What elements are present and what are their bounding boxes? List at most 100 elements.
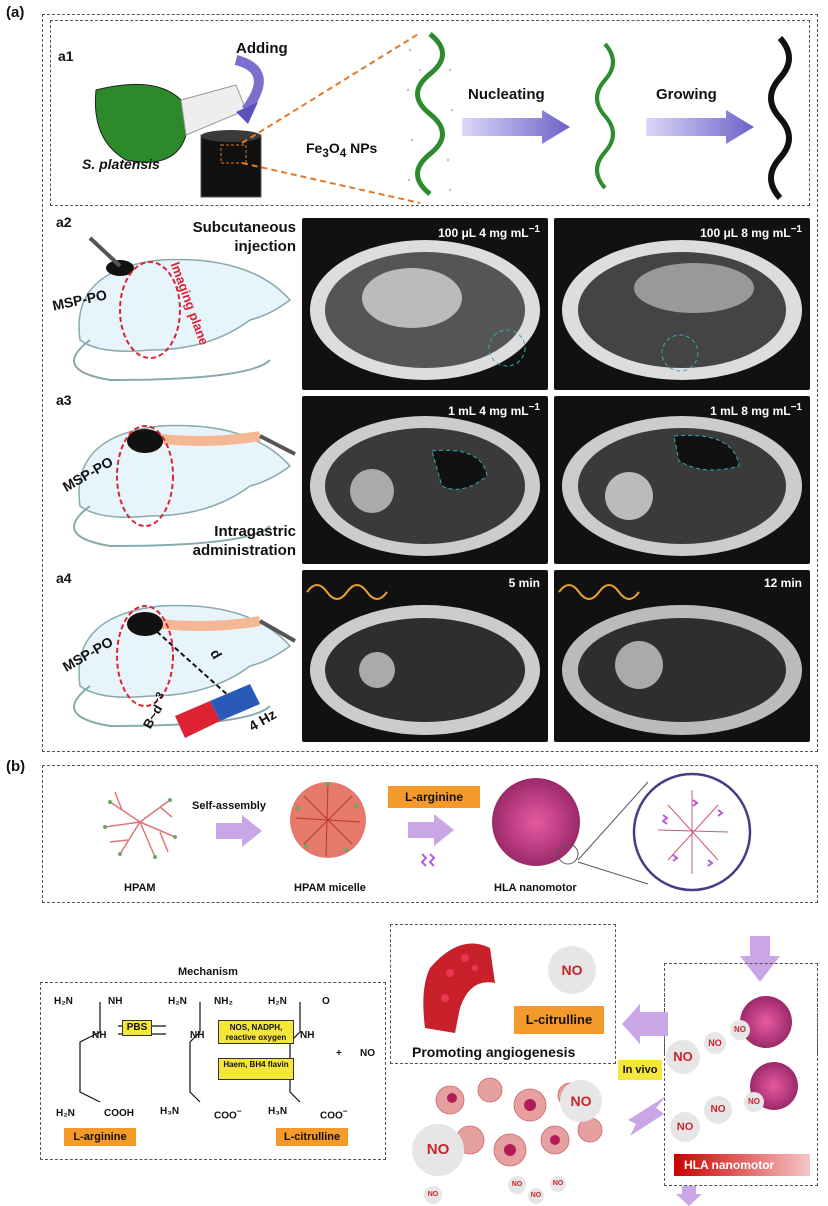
hpam-micelle [290, 782, 366, 858]
mri-a2-1-label: 100 μL 4 mg mL−1 [438, 224, 540, 240]
chem-nh-4: NH [300, 1030, 315, 1041]
adding-label: Adding [236, 40, 288, 57]
magnet-icon [175, 684, 260, 738]
invivo-no-5: NO [670, 1112, 700, 1142]
angio-l-citrulline: L-citrulline [514, 1006, 604, 1034]
angiogenesis-frame [390, 924, 616, 1064]
enzyme2-tag: Haem, BH4 flavin [218, 1058, 294, 1080]
mri-a3-2-label: 1 mL 8 mg mL−1 [710, 402, 802, 418]
chem-coo-2: COO− [320, 1106, 348, 1122]
flask-beaker-illustration [94, 55, 264, 198]
a1-label: a1 [58, 48, 74, 64]
syringe-icon [259, 434, 296, 456]
cells-no-big: NO [412, 1124, 464, 1176]
invivo-no-6: NO [744, 1092, 764, 1112]
species-label: S. platensis [82, 156, 160, 172]
mri-a2-2-label: 100 μL 8 mg mL−1 [700, 224, 802, 240]
mouse-a2-illustration [73, 236, 292, 382]
fe3o4-label: Fe3O4 NPs [306, 140, 378, 160]
adding-arrow [234, 55, 264, 113]
panel-a-frame [42, 14, 818, 752]
growing-arrow [646, 110, 754, 144]
l-arginine-arrow [408, 814, 454, 867]
angio-no-bubble: NO [548, 946, 596, 994]
nanomotor-label: HLA nanomotor [494, 882, 577, 894]
nucleating-arrow [462, 110, 570, 144]
mri-a4-2: 12 min [554, 570, 810, 742]
cells-no-6: NO [550, 1176, 566, 1192]
chem-o: O [322, 996, 330, 1007]
pbs-tag: PBS [122, 1020, 152, 1036]
mech-l-citrulline: L-citrulline [276, 1128, 348, 1146]
mri-a4-1-label: 5 min [508, 576, 540, 590]
chem-nh-1: NH [108, 996, 123, 1007]
panel-b-frame [42, 765, 818, 903]
zoomed-nanomotor [577, 772, 752, 892]
self-assembly-label: Self-assembly [192, 800, 266, 812]
nucleated-spiral [595, 42, 615, 190]
mechanism-frame [40, 982, 386, 1160]
invivo-bottom-arrow [676, 1186, 702, 1206]
mouse-a4-illustration [73, 604, 296, 738]
invivo-nanomotor-1 [740, 996, 792, 1048]
b-l-arginine-tag: L-arginine [388, 786, 480, 808]
hpam-label: HPAM [124, 882, 156, 894]
invivo-frame [664, 963, 818, 1186]
chem-h2n-3: H₂N [168, 996, 187, 1007]
to-angio-arrow [622, 1004, 668, 1044]
mech-no: NO [360, 1048, 375, 1059]
chem-h2n-2: H₂N [56, 1108, 75, 1119]
a3-label: a3 [56, 392, 72, 408]
invivo-no-3: NO [730, 1020, 750, 1040]
invivo-no-1: NO [666, 1040, 700, 1074]
cells-no-4: NO [508, 1176, 526, 1194]
panel-a1-frame [50, 20, 810, 206]
chem-nh2-1: NH₂ [214, 996, 233, 1007]
hla-nanomotor [492, 778, 580, 866]
plus-sign: + [336, 1048, 342, 1059]
mri-a2-2: 100 μL 8 mg mL−1 [554, 218, 810, 390]
a2-label: a2 [56, 214, 72, 230]
enzyme1-tag: NOS, NADPH, reactive oxygen [218, 1020, 294, 1044]
mech-l-arginine: L-arginine [64, 1128, 136, 1146]
mechanism-title: Mechanism [178, 966, 238, 978]
mri-a2-1: 100 μL 4 mg mL−1 [302, 218, 548, 390]
panel-a-label: (a) [6, 4, 25, 21]
invivo-down-arrow [740, 936, 780, 982]
cells-no-3: NO [424, 1186, 442, 1204]
micelle-label: HPAM micelle [294, 882, 366, 894]
chem-h2n-1: H₂N [54, 996, 73, 1007]
mri-a3-2: 1 mL 8 mg mL−1 [554, 396, 810, 564]
invivo-no-2: NO [704, 1032, 726, 1054]
syringe-icon [259, 619, 296, 643]
growing-label: Growing [656, 86, 717, 103]
chem-nh-3: NH [190, 1030, 205, 1041]
zoom-lines [241, 32, 421, 204]
nucleating-label: Nucleating [468, 86, 545, 103]
chem-h2n-4: H₂N [268, 996, 287, 1007]
flask-icon [94, 83, 247, 163]
mri-a4-2-label: 12 min [763, 576, 802, 590]
angiogenesis-title: Promoting angiogenesis [412, 1044, 576, 1060]
invivo-nanomotor-label: HLA nanomotor [674, 1154, 810, 1176]
syringe-icon [88, 236, 122, 268]
chem-h3n-1: H₃N [160, 1106, 180, 1117]
grown-spiral [768, 35, 792, 201]
to-cells-arrow [628, 1096, 666, 1136]
chem-coo-1: COO− [214, 1106, 242, 1122]
self-assembly-arrow [216, 815, 262, 847]
mri-a3-1-label: 1 mL 4 mg mL−1 [448, 402, 540, 418]
spirulina-with-nps [406, 32, 454, 196]
mouse-a3-illustration [73, 424, 296, 548]
chem-nh-2: NH [92, 1030, 107, 1041]
a4-label: a4 [56, 570, 72, 586]
cells-no-2: NO [560, 1080, 602, 1122]
mri-a4-1: 5 min [302, 570, 548, 742]
hpam-polymer [103, 791, 177, 859]
mri-a3-1: 1 mL 4 mg mL−1 [302, 396, 548, 564]
invivo-no-4: NO [704, 1096, 732, 1124]
cells-no-5: NO [528, 1188, 544, 1204]
invivo-label: In vivo [618, 1060, 662, 1080]
